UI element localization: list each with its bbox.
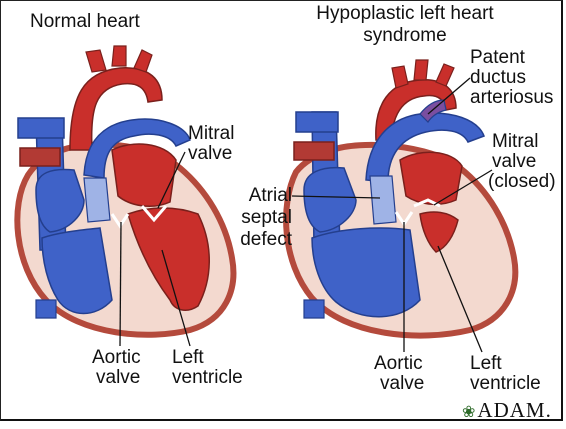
label-asd-2: septal <box>220 208 292 228</box>
label-asd-1: Atrial <box>220 186 292 206</box>
hlhs-aorta-branch-2 <box>414 60 428 80</box>
hlhs-pulm-vein-left-2 <box>294 142 334 160</box>
label-mitral-right-1: Mitral <box>492 132 538 152</box>
label-aortic-right-1: Aortic <box>374 354 423 374</box>
label-mitral-left-2: valve <box>188 144 232 164</box>
hlhs-left-atrium <box>400 152 462 204</box>
normal-aorta-branch-3 <box>134 50 152 72</box>
label-mitral-right-3: (closed) <box>488 172 556 192</box>
label-asd-3: defect <box>220 230 292 250</box>
label-patent-1: Patent <box>470 48 525 68</box>
title-hlhs-line2: syndrome <box>290 26 520 46</box>
label-lv-left-2: ventricle <box>172 368 243 388</box>
label-lv-right-2: ventricle <box>470 374 541 394</box>
normal-heart-figure <box>17 46 233 335</box>
label-lv-left-1: Left <box>172 348 204 368</box>
label-patent-2: ductus <box>470 68 526 88</box>
hlhs-ivc <box>304 300 324 318</box>
label-aortic-left-1: Aortic <box>92 348 141 368</box>
adam-logo-text: ADAM. <box>477 398 551 422</box>
adam-logo: ❀ADAM. <box>462 398 552 423</box>
hlhs-atrial-septum <box>370 176 396 224</box>
label-patent-3: arteriosus <box>470 88 553 108</box>
hlhs-aorta-branch-3 <box>436 64 454 86</box>
title-normal-heart: Normal heart <box>30 12 140 32</box>
leaf-icon: ❀ <box>462 404 476 421</box>
hlhs-aorta-branch-1 <box>392 66 408 88</box>
label-mitral-right-2: valve <box>492 152 536 172</box>
label-aortic-right-2: valve <box>380 374 424 394</box>
label-mitral-left-1: Mitral <box>188 124 234 144</box>
normal-left-atrium <box>112 144 176 206</box>
normal-aorta-branch-2 <box>112 46 126 66</box>
label-lv-right-1: Left <box>470 354 502 374</box>
title-hlhs-line1: Hypoplastic left heart <box>290 4 520 24</box>
hlhs-pulm-vein-left <box>296 112 338 132</box>
normal-pulm-vein-left <box>18 118 64 138</box>
normal-ivc <box>36 300 56 318</box>
label-aortic-left-2: valve <box>96 368 140 388</box>
normal-pulm-vein-left-2 <box>20 148 60 166</box>
normal-aortic-root <box>84 178 110 222</box>
normal-aorta-branch-1 <box>86 50 106 72</box>
